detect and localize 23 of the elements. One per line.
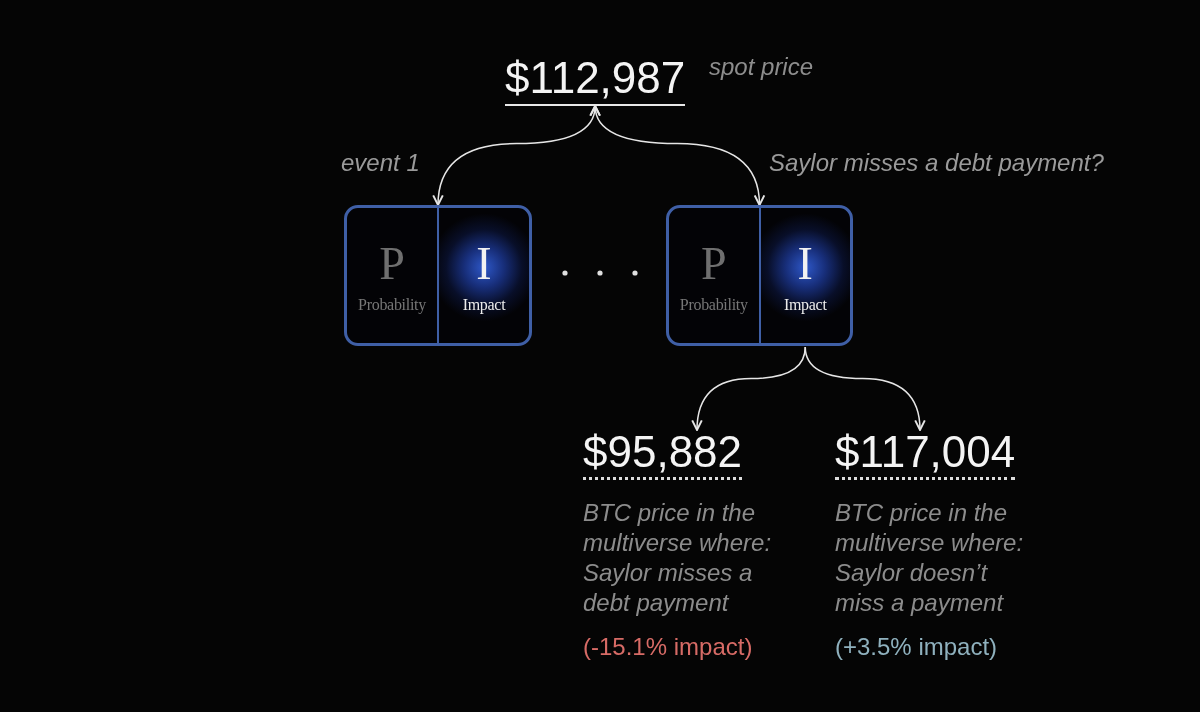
scenario-description: BTC price in the multiverse where: Saylor doesn’t miss a payment	[835, 498, 1025, 618]
event-heading: event 1	[341, 148, 420, 178]
price-value: $112,987	[505, 56, 686, 106]
event-box	[666, 205, 853, 346]
brace-arrow	[804, 346, 926, 431]
scenario-description: BTC price in the multiverse where: Saylor misses a debt payment	[583, 498, 773, 618]
cell-letter: I	[476, 240, 492, 287]
impact-percentage: (-15.1% impact)	[583, 632, 753, 662]
event-box	[344, 205, 532, 346]
cell-label: Probability	[679, 294, 748, 315]
impact-percentage: (+3.5% impact)	[835, 632, 998, 662]
cell-letter: P	[379, 240, 405, 287]
cell-letter: P	[700, 240, 727, 287]
price-value: $117,004	[835, 430, 1016, 480]
cell-label: Impact	[783, 294, 827, 315]
price-value: $95,882	[583, 430, 743, 480]
brace-arrow	[691, 346, 806, 431]
cell-label: Impact	[462, 294, 506, 315]
brace-arrow	[590, 105, 765, 206]
cell-letter: I	[797, 240, 813, 287]
cell-label: Probability	[358, 294, 426, 315]
event-heading: Saylor misses a debt payment?	[769, 148, 1104, 178]
price-caption: spot price	[709, 52, 814, 82]
